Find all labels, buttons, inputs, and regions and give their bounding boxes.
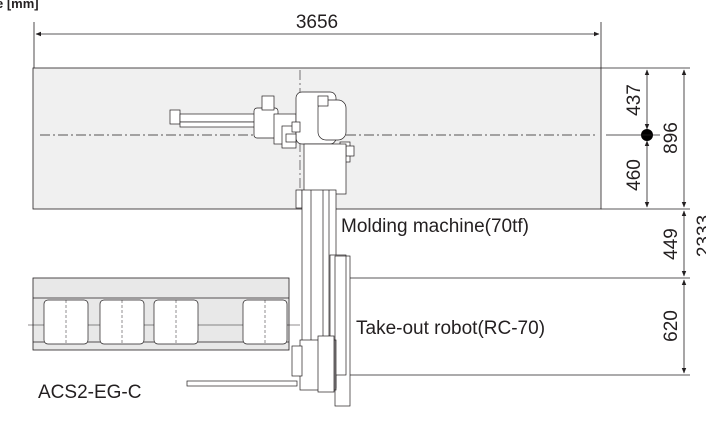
molding-machine-label: Molding machine(70tf) xyxy=(341,216,529,237)
dim-449-label: 449 xyxy=(661,228,682,260)
conveyor-label: ACS2-EG-C xyxy=(38,382,141,403)
total-depth-label: 2333 xyxy=(694,215,706,257)
conveyor-unit xyxy=(28,277,300,387)
conveyor-arm xyxy=(186,380,298,387)
unit-header: e [mm] xyxy=(0,0,39,11)
robot-vertical-beam xyxy=(291,189,347,393)
dim-620-label: 620 xyxy=(661,310,682,342)
robot-arm-detail xyxy=(169,91,355,209)
dim-896-label: 896 xyxy=(661,122,682,154)
overall-width-label: 3656 xyxy=(296,12,338,33)
conveyor-trays xyxy=(43,299,288,345)
dim-437-label: 437 xyxy=(624,84,645,116)
tray-centerlines xyxy=(65,300,266,344)
takeout-robot-label: Take-out robot(RC-70) xyxy=(356,318,545,339)
dim-460-label: 460 xyxy=(624,159,645,191)
robot-base-outline xyxy=(334,255,351,407)
